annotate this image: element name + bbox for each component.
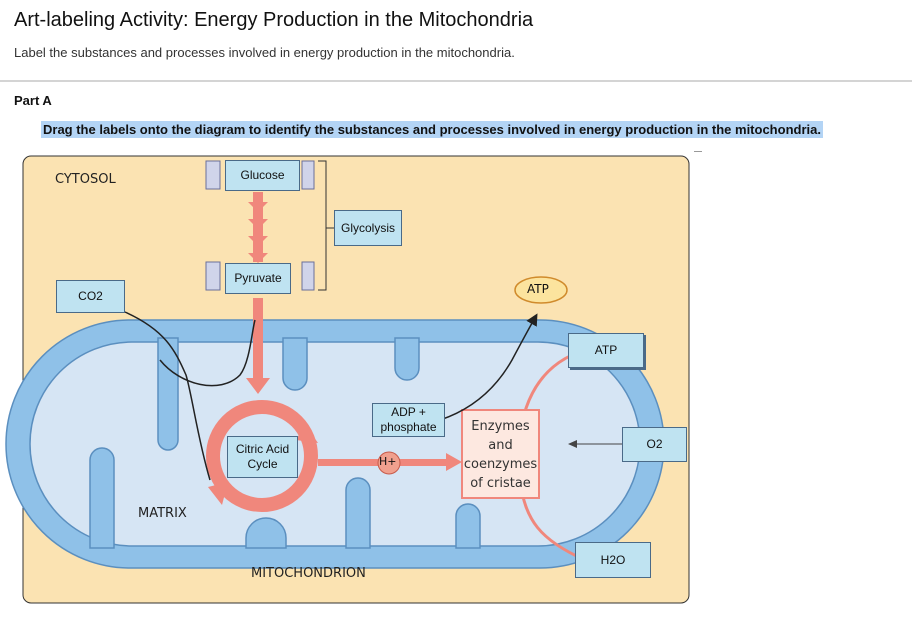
glycolysis-bracket xyxy=(318,160,334,291)
label-phosphate-line: phosphate xyxy=(380,420,437,434)
label-glycolysis[interactable]: Glycolysis xyxy=(334,210,402,246)
part-heading: Part A xyxy=(14,93,52,108)
drop-zone xyxy=(301,261,315,291)
cycle-arrowhead xyxy=(296,424,318,443)
drop-zone xyxy=(205,160,221,190)
label-citric-acid-cycle[interactable]: Citric Acid Cycle xyxy=(227,436,298,478)
matrix-label: MATRIX xyxy=(138,506,187,521)
divider-tick xyxy=(694,151,702,152)
page-title: Art-labeling Activity: Energy Production… xyxy=(14,9,534,31)
enzymes-line: Enzymes xyxy=(471,419,530,434)
h-plus-text: H+ xyxy=(379,455,397,468)
cristae xyxy=(89,337,481,549)
label-cycle-line: Cycle xyxy=(247,457,278,471)
label-atp[interactable]: ATP xyxy=(568,333,644,368)
instruction-text: Drag the labels onto the diagram to iden… xyxy=(41,121,823,138)
citric-acid-cycle-ring xyxy=(206,400,318,512)
atp-oval xyxy=(514,276,568,304)
co2-release-line xyxy=(124,311,211,481)
cycle-arrowhead xyxy=(208,482,228,505)
page-subtitle: Label the substances and processes invol… xyxy=(14,45,515,60)
flow-arrow xyxy=(246,192,270,394)
label-citric-line: Citric Acid xyxy=(235,442,290,456)
label-co2[interactable]: CO2 xyxy=(56,280,125,313)
o2-pointer-head xyxy=(568,440,577,448)
enzymes-text: Enzymes and coenzymes of cristae xyxy=(462,417,539,493)
atp-production-arrow xyxy=(439,313,538,421)
divider xyxy=(0,80,912,82)
atp-oval-text: ATP xyxy=(527,282,549,296)
drop-zone xyxy=(301,160,315,190)
enzymes-line: of cristae xyxy=(470,476,531,491)
enzymes-line: coenzymes xyxy=(463,457,538,472)
mitochondrion-label: MITOCHONDRION xyxy=(251,566,366,581)
enzymes-box xyxy=(461,409,540,499)
label-o2[interactable]: O2 xyxy=(622,427,687,462)
label-glucose[interactable]: Glucose xyxy=(225,160,300,191)
label-h2o[interactable]: H2O xyxy=(575,542,651,578)
label-adp-phosphate[interactable]: ADP + phosphate xyxy=(372,403,445,437)
energy-arrowhead xyxy=(446,453,462,471)
cytosol-label: CYTOSOL xyxy=(55,172,116,187)
drop-zone xyxy=(205,261,221,291)
h-plus-circle xyxy=(377,451,401,475)
label-adp-line: ADP + xyxy=(391,405,426,419)
enzymes-line: and xyxy=(488,438,513,453)
label-pyruvate[interactable]: Pyruvate xyxy=(225,263,291,294)
co2-release-line xyxy=(159,319,256,387)
